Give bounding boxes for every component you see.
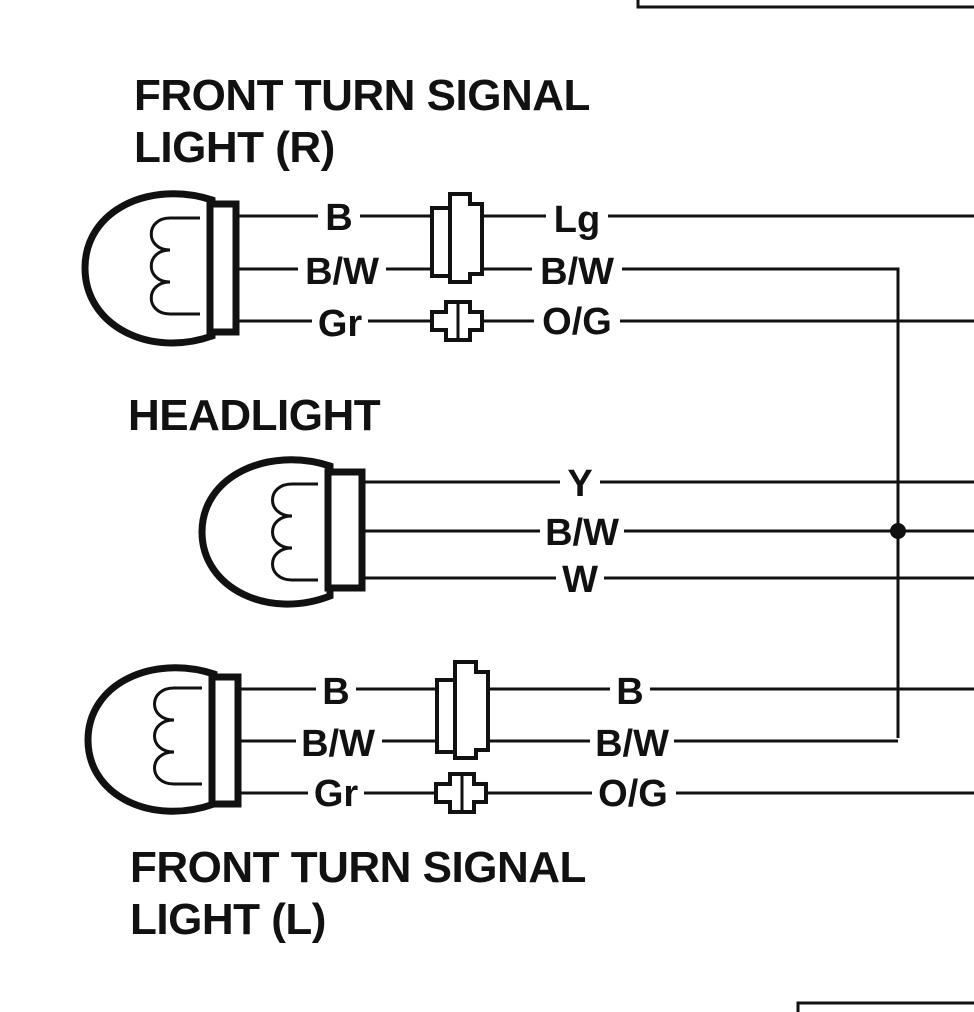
headlight-wire-bw: B/W — [545, 512, 619, 554]
headlight-title-line1: HEADLIGHT — [128, 391, 381, 440]
front-turn-signal-left-title-line1: FRONT TURN SIGNAL — [130, 843, 586, 892]
right-harness-wire-bw: B/W — [540, 251, 614, 293]
headlight-bulb — [198, 456, 366, 608]
front-turn-signal-right-title: FRONT TURN SIGNAL LIGHT (R) — [134, 70, 590, 174]
left-harness-wire-og: O/G — [598, 773, 668, 815]
right-lamp-wire-gr: Gr — [318, 303, 363, 345]
left-harness-wire-b: B — [616, 671, 643, 713]
front-turn-signal-right-title-line2: LIGHT (R) — [134, 123, 335, 172]
front-turn-signal-right-title-line1: FRONT TURN SIGNAL — [134, 71, 590, 120]
left-lamp-wire-gr: Gr — [314, 773, 359, 815]
front-turn-signal-left-title-line2: LIGHT (L) — [130, 895, 326, 944]
right-signal-bullet-connector — [430, 300, 484, 342]
headlight-wire-w: W — [562, 559, 598, 601]
front-turn-signal-left-title: FRONT TURN SIGNAL LIGHT (L) — [130, 842, 586, 946]
frame-top-right-corner — [636, 0, 974, 9]
right-lamp-wire-b: B — [325, 197, 352, 239]
right-signal-multi-connector — [430, 192, 484, 284]
right-harness-wire-og: O/G — [542, 301, 612, 343]
left-lamp-wire-bw: B/W — [301, 723, 375, 765]
left-lamp-wire-b: B — [322, 671, 349, 713]
junction-dot — [890, 523, 906, 539]
left-harness-wire-bw: B/W — [595, 723, 669, 765]
frame-bottom-right-corner — [796, 1001, 974, 1012]
left-turn-signal-bulb — [84, 664, 242, 815]
right-harness-wire-lg: Lg — [554, 199, 600, 241]
headlight-title: HEADLIGHT — [128, 390, 381, 442]
right-turn-signal-bulb — [81, 190, 240, 347]
left-signal-multi-connector — [435, 660, 490, 760]
left-signal-bullet-connector — [434, 772, 488, 814]
headlight-wire-y: Y — [567, 463, 592, 505]
right-lamp-wire-bw: B/W — [305, 251, 379, 293]
